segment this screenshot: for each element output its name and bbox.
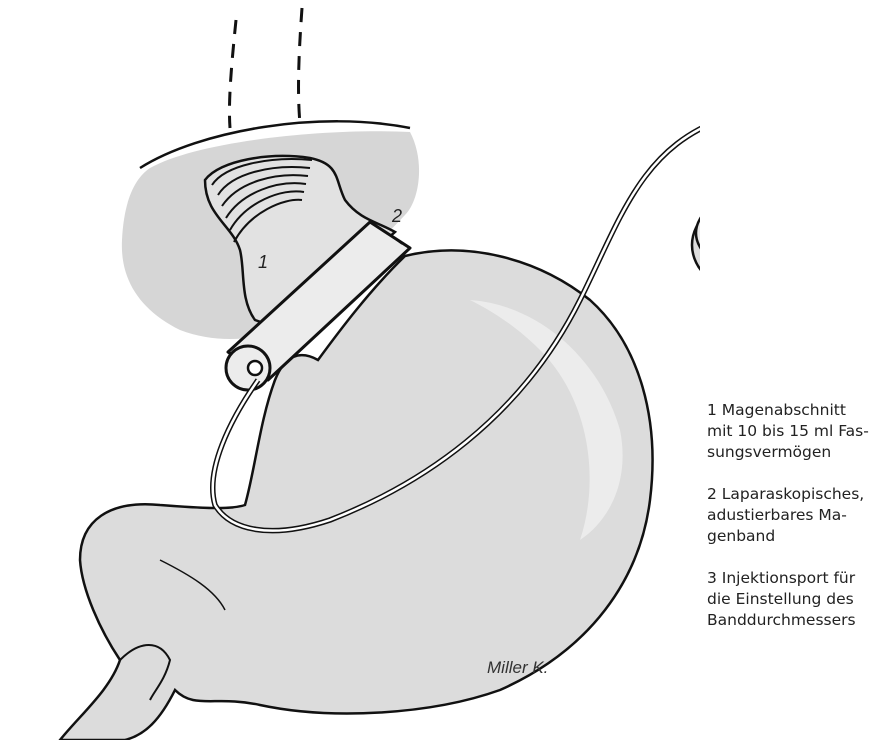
illustrator-signature: Miller K. [487,658,548,677]
legend-line: 2 Laparaskopisches, [707,484,885,505]
legend-item-2: 2 Laparaskopisches, adustierbares Ma- ge… [707,484,885,547]
legend-line: 3 Injektionsport für [707,568,885,589]
label-1: 1 [258,252,268,272]
gastric-band-illustration: 1 2 3 Miller K. [0,0,700,740]
esophagus-right-dashed-line [299,8,302,124]
legend: 1 Magenabschnitt mit 10 bis 15 ml Fas- s… [707,400,885,652]
legend-line: adustierbares Ma- [707,505,885,526]
legend-line: 1 Magenabschnitt [707,400,885,421]
stomach-body [60,250,653,740]
legend-line: genband [707,526,885,547]
legend-item-3: 3 Injektionsport für die Einstellung des… [707,568,885,631]
legend-line: mit 10 bis 15 ml Fas- [707,421,885,442]
legend-item-1: 1 Magenabschnitt mit 10 bis 15 ml Fas- s… [707,400,885,463]
injection-port [692,195,700,293]
esophagus-left-dashed-line [229,20,236,128]
legend-line: sungsvermögen [707,442,885,463]
legend-line: Banddurchmessers [707,610,885,631]
label-2: 2 [391,206,402,226]
legend-line: die Einstellung des [707,589,885,610]
